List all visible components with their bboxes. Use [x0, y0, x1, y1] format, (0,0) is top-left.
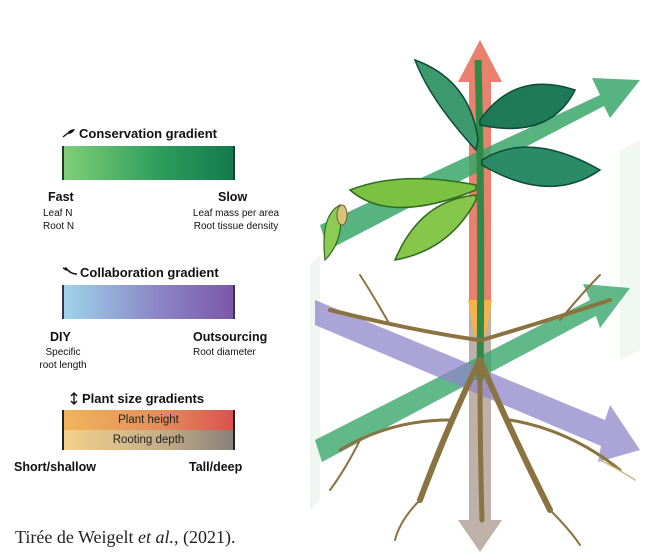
collaboration-left-item: root length: [39, 360, 87, 371]
conservation-right-item: Leaf mass per area: [192, 208, 280, 219]
collaboration-arrow: [315, 300, 640, 462]
caption-year: (2021).: [178, 527, 236, 547]
conservation-left-title: Fast: [48, 190, 74, 204]
size-title: Plant size gradients: [82, 391, 205, 406]
background-panel: [620, 140, 640, 360]
plant-height-row: Plant height: [64, 410, 233, 430]
collaboration-title: Collaboration gradient: [80, 265, 219, 280]
figure-caption: Tirée de Weigelt et al., (2021).: [15, 527, 236, 548]
conservation-gradient-bar: [62, 146, 235, 180]
collaboration-right-item: Root diameter: [193, 347, 256, 358]
collaboration-gradient-bar: [62, 285, 235, 319]
conservation-left-item: Root N: [43, 221, 75, 232]
leaf-icon: [62, 129, 75, 138]
double-arrow-icon: [70, 392, 78, 405]
leaves: [323, 58, 602, 262]
size-right-title: Tall/deep: [189, 460, 243, 474]
collaboration-right-title: Outsourcing: [193, 330, 268, 344]
collaboration-left-title: DIY: [50, 330, 71, 344]
size-gradient-box: Plant height Rooting depth: [62, 410, 235, 450]
caption-italic: et al.,: [138, 527, 179, 547]
plant-stem: [474, 59, 485, 381]
roots: [328, 274, 636, 546]
collaboration-left-item: Specific: [45, 347, 81, 358]
size-left-title: Short/shallow: [14, 460, 96, 474]
rooting-depth-row: Rooting depth: [64, 430, 233, 450]
conservation-title: Conservation gradient: [79, 126, 217, 141]
fungus-icon: [62, 267, 78, 275]
plant-illustration: [310, 40, 640, 552]
conservation-left-item: Leaf N: [43, 208, 73, 219]
background-panel: [310, 255, 320, 510]
conservation-right-title: Slow: [218, 190, 248, 204]
caption-text: Tirée de Weigelt: [15, 527, 139, 547]
conservation-right-item: Root tissue density: [193, 221, 279, 232]
caterpillar: [336, 204, 348, 226]
